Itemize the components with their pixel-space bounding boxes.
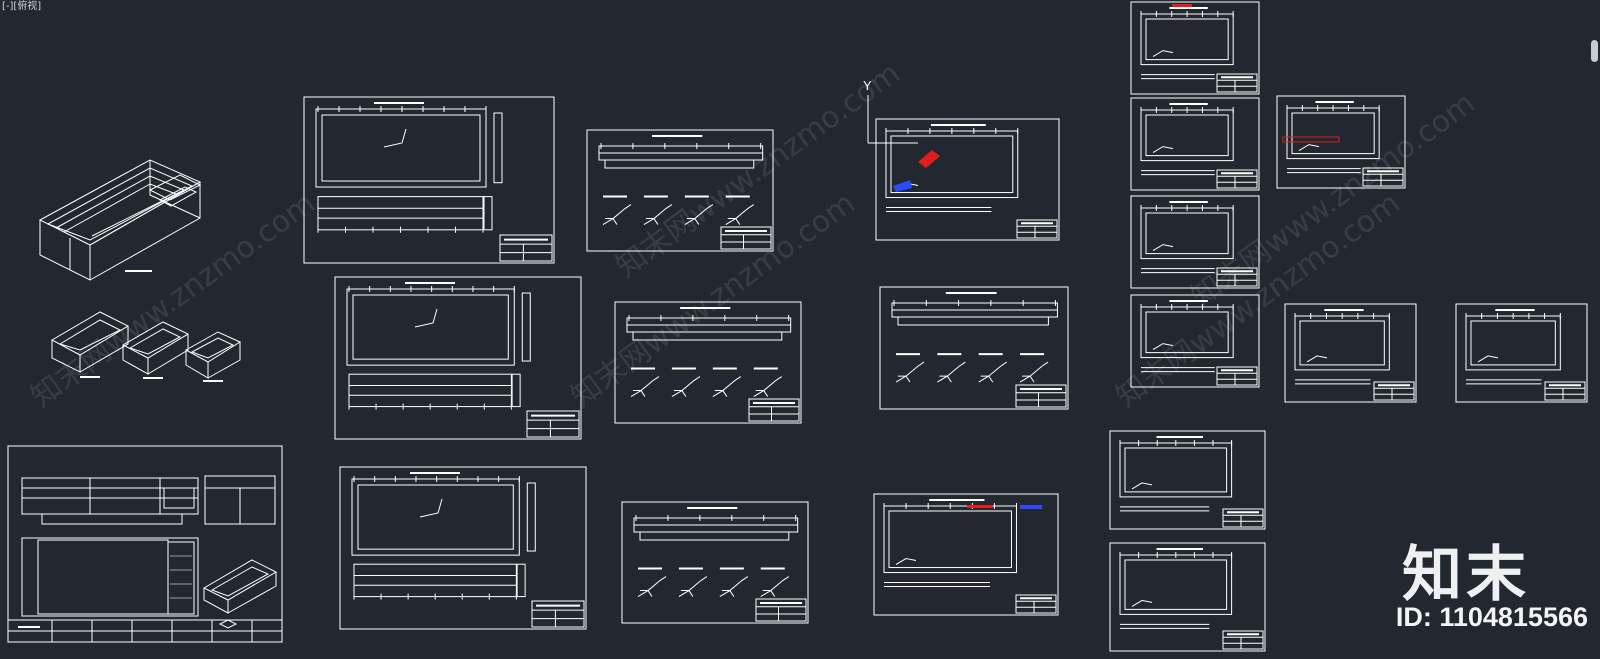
viewport-label[interactable]: [-][俯视] bbox=[2, 1, 42, 12]
brand-id-text: ID: 1104815566 bbox=[1395, 602, 1588, 632]
colored-annotations bbox=[893, 4, 1340, 509]
sheet-top-view-4[interactable] bbox=[1130, 294, 1260, 388]
sheet-section-1[interactable] bbox=[586, 129, 774, 252]
sheet-assembly-overview[interactable] bbox=[7, 445, 283, 643]
sheet-plan-c[interactable] bbox=[1109, 430, 1266, 530]
sheet-exploded-view[interactable] bbox=[875, 118, 1060, 241]
sheet-plan-d[interactable] bbox=[1109, 542, 1266, 652]
iso-cabinet-model[interactable] bbox=[38, 159, 202, 281]
sheet-section-2[interactable] bbox=[614, 301, 802, 424]
sheet-detail-red[interactable] bbox=[1276, 95, 1406, 189]
sheet-plan-b[interactable] bbox=[1455, 303, 1588, 403]
sheet-section-3[interactable] bbox=[621, 501, 809, 624]
sheet-panel-2[interactable] bbox=[334, 276, 582, 440]
ucs-icon: Y bbox=[863, 78, 918, 144]
sheet-parts-layout[interactable] bbox=[873, 493, 1059, 616]
small-model-2[interactable] bbox=[121, 321, 190, 379]
small-model-1[interactable] bbox=[50, 311, 130, 378]
sheet-section-4[interactable] bbox=[879, 286, 1069, 410]
sheet-top-view-3[interactable] bbox=[1130, 195, 1260, 289]
sheet-panel-1[interactable] bbox=[303, 96, 555, 264]
scroll-indicator[interactable] bbox=[1591, 40, 1598, 62]
sheet-panel-3[interactable] bbox=[339, 466, 587, 630]
sheet-plan-a[interactable] bbox=[1284, 303, 1417, 403]
ucs-y-label: Y bbox=[863, 78, 872, 93]
sheet-top-view-2[interactable] bbox=[1130, 97, 1260, 191]
brand-logo: 知末 bbox=[1402, 540, 1530, 610]
small-model-3[interactable] bbox=[184, 331, 242, 382]
sheet-top-view-1[interactable] bbox=[1130, 1, 1260, 95]
